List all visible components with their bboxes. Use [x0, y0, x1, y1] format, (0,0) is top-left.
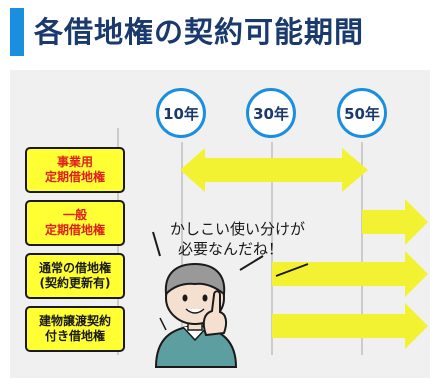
category-tatemono-jouto: 建物譲渡契約 付き借地権 — [25, 306, 125, 352]
category-label-line: 通常の借地権 — [38, 261, 111, 275]
category-label-line: (契約更新有) — [39, 276, 111, 290]
category-label-line: 一般 — [62, 208, 87, 222]
person-hand — [202, 290, 228, 337]
year-circle-10: 10年 — [156, 88, 206, 138]
page-title: 各借地権の契約可能期間 — [34, 15, 365, 49]
arrow-tsujo-right — [272, 251, 428, 297]
category-label-line: 付き借地権 — [44, 329, 105, 343]
speech-line-1: かしこい使い分けが — [170, 220, 306, 238]
arrow-ippan-right — [362, 199, 428, 245]
category-label-line: 事業用 — [56, 155, 93, 169]
category-tsujo: 通常の借地権 (契約更新有) — [25, 253, 125, 299]
category-label-line: 建物譲渡契約 — [38, 314, 111, 328]
arrow-tatemono-right — [272, 303, 428, 349]
category-ippan-teiki: 一般 定期借地権 — [25, 200, 125, 246]
category-label-line: 定期借地権 — [44, 170, 105, 184]
year-circle-30: 30年 — [246, 88, 296, 138]
speech-line-2: 必要なんだね！ — [178, 240, 284, 258]
person-illustration — [154, 262, 238, 368]
category-label-line: 定期借地権 — [44, 223, 105, 237]
arrow-jigyou-double — [180, 148, 368, 192]
year-circle-50: 50年 — [337, 88, 387, 138]
title-bar: 各借地権の契約可能期間 — [0, 0, 439, 62]
title-accent-bar — [10, 8, 24, 56]
category-jigyou-teiki: 事業用 定期借地権 — [25, 147, 125, 193]
person-hair — [164, 262, 226, 297]
